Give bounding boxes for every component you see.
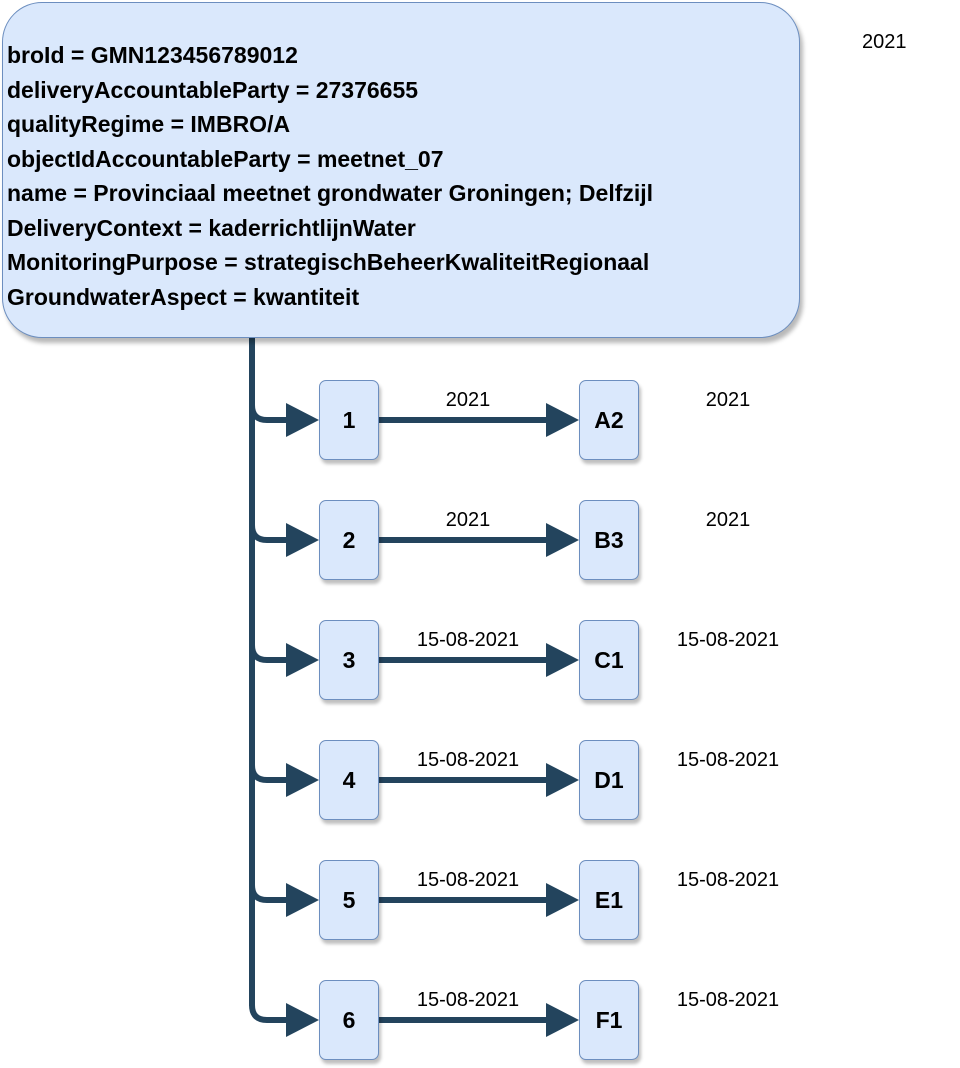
attribute-groundwater-aspect: GroundwaterAspect = kwantiteit xyxy=(7,283,360,310)
branch-connector-4 xyxy=(249,764,289,783)
attribute-name: name = Provinciaal meetnet grondwater Gr… xyxy=(7,180,654,206)
tube-date-label-A2: 2021 xyxy=(705,389,751,411)
well-node-2[interactable]: 2 xyxy=(319,500,379,580)
edge-arrowhead-1 xyxy=(546,403,579,437)
tube-node-C1[interactable]: C1 xyxy=(579,620,639,700)
tube-date-label-D1: 15-08-2021 xyxy=(676,749,780,771)
tube-node-E1[interactable]: E1 xyxy=(579,860,639,940)
branch-connector-1 xyxy=(249,404,289,423)
attribute-broid: broId = GMN123456789012 xyxy=(7,42,298,68)
branch-arrowhead-6 xyxy=(286,1003,319,1037)
branch-connector-6 xyxy=(249,1004,289,1023)
attribute-object-id-accountable-party: objectIdAccountableParty = meetnet_07 xyxy=(7,145,444,172)
branch-connector-5 xyxy=(249,884,289,903)
edge-arrowhead-5 xyxy=(546,883,579,917)
edge-date-label-2: 2021 xyxy=(445,509,491,531)
tube-date-label-E1: 15-08-2021 xyxy=(676,869,780,891)
tube-date-label-F1: 15-08-2021 xyxy=(676,989,780,1011)
well-node-1[interactable]: 1 xyxy=(319,380,379,460)
branch-arrowhead-1 xyxy=(286,403,319,437)
tube-node-B3[interactable]: B3 xyxy=(579,500,639,580)
tube-node-A2[interactable]: A2 xyxy=(579,380,639,460)
branch-connector-2 xyxy=(249,524,289,543)
branch-arrowhead-3 xyxy=(286,643,319,677)
branch-connector-3 xyxy=(249,644,289,663)
branch-arrowhead-2 xyxy=(286,523,319,557)
monitoring-network-root-box[interactable]: broId = GMN123456789012 deliveryAccounta… xyxy=(2,2,800,338)
tube-date-label-B3: 2021 xyxy=(705,509,751,531)
tube-node-F1[interactable]: F1 xyxy=(579,980,639,1060)
edge-date-label-1: 2021 xyxy=(445,389,491,411)
root-attribute-list: broId = GMN123456789012 deliveryAccounta… xyxy=(7,38,653,314)
edge-date-label-6: 15-08-2021 xyxy=(416,989,520,1011)
branch-arrowhead-5 xyxy=(286,883,319,917)
attribute-monitoring-purpose: MonitoringPurpose = strategischBeheerKwa… xyxy=(7,249,650,275)
edge-date-label-5: 15-08-2021 xyxy=(416,869,520,891)
well-node-6[interactable]: 6 xyxy=(319,980,379,1060)
attribute-delivery-context: DeliveryContext = kaderrichtlijnWater xyxy=(7,214,416,241)
edge-date-label-4: 15-08-2021 xyxy=(416,749,520,771)
edge-arrowhead-3 xyxy=(546,643,579,677)
edge-date-label-3: 15-08-2021 xyxy=(416,629,520,651)
well-node-5[interactable]: 5 xyxy=(319,860,379,940)
branch-arrowhead-4 xyxy=(286,763,319,797)
edge-arrowhead-2 xyxy=(546,523,579,557)
attribute-quality-regime: qualityRegime = IMBRO/A xyxy=(7,111,291,137)
edge-arrowhead-6 xyxy=(546,1003,579,1037)
well-node-3[interactable]: 3 xyxy=(319,620,379,700)
edge-arrowhead-4 xyxy=(546,763,579,797)
root-year-label: 2021 xyxy=(862,31,907,53)
well-node-4[interactable]: 4 xyxy=(319,740,379,820)
attribute-delivery-accountable-party: deliveryAccountableParty = 27376655 xyxy=(7,76,419,103)
tube-date-label-C1: 15-08-2021 xyxy=(676,629,780,651)
tube-node-D1[interactable]: D1 xyxy=(579,740,639,820)
